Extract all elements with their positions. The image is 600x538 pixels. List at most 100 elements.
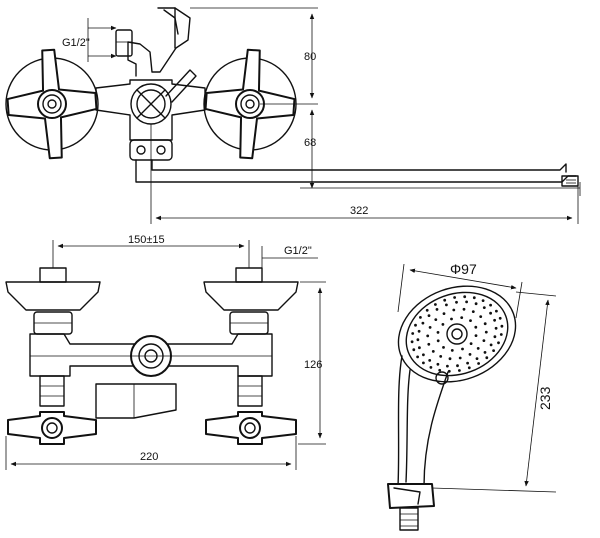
nozzle-dot xyxy=(460,316,464,319)
nozzle-dot xyxy=(410,340,414,344)
nozzle-dot xyxy=(479,315,483,318)
nozzle-dot xyxy=(438,368,442,372)
top-dim-80: 80 xyxy=(190,7,318,105)
nozzle-dot xyxy=(489,303,492,307)
nozzle-dot xyxy=(416,355,419,359)
nozzle-dot xyxy=(441,323,445,326)
nozzle-dot xyxy=(442,312,446,315)
nozzle-dot xyxy=(427,314,431,317)
nozzle-dot xyxy=(427,342,431,346)
nozzle-dot xyxy=(426,334,430,338)
nozzle-dot xyxy=(453,296,456,299)
front-dim-126: 126 xyxy=(298,281,326,445)
nozzle-dot xyxy=(466,361,469,365)
nozzle-dot xyxy=(462,307,466,311)
front-view: 150±15 G1/2" 126 220 xyxy=(5,234,326,470)
nozzle-dot xyxy=(458,356,462,360)
front-right-flange xyxy=(203,267,299,335)
nozzle-dot xyxy=(482,306,486,309)
nozzle-dot xyxy=(414,323,417,327)
nozzle-dot xyxy=(422,361,425,365)
nozzle-dot xyxy=(500,324,504,328)
nozzle-dot xyxy=(484,330,488,334)
nozzle-dot xyxy=(465,300,468,304)
top-dim-322: 322 xyxy=(150,124,579,224)
nozzle-dot xyxy=(463,295,467,299)
nozzle-dot xyxy=(452,308,456,312)
nozzle-dot xyxy=(499,333,503,336)
nozzle-dot xyxy=(422,353,425,357)
nozzle-dot xyxy=(477,362,480,365)
shower-nozzles xyxy=(410,295,504,373)
front-left-valve xyxy=(7,375,97,445)
front-dim-220: 220 xyxy=(5,436,297,470)
nozzle-dot xyxy=(436,331,440,334)
nozzle-dot xyxy=(498,316,502,320)
nozzle-dot xyxy=(412,348,416,352)
top-dim-68-label: 68 xyxy=(304,137,316,149)
nozzle-dot xyxy=(428,359,432,362)
nozzle-dot xyxy=(456,364,459,368)
nozzle-dot xyxy=(474,325,478,329)
nozzle-dot xyxy=(429,366,433,369)
top-shower-outlet xyxy=(115,7,191,77)
nozzle-dot xyxy=(431,350,435,353)
nozzle-dot xyxy=(434,303,437,306)
front-left-flange xyxy=(5,267,101,335)
nozzle-dot xyxy=(474,302,478,306)
nozzle-dot xyxy=(425,308,429,312)
nozzle-dot xyxy=(493,335,497,339)
shower-233-label: 233 xyxy=(537,386,553,410)
nozzle-dot xyxy=(497,341,500,345)
nozzle-dot xyxy=(428,326,432,329)
top-left-handle xyxy=(5,48,99,160)
front-thread-dimension: G1/2" xyxy=(261,245,318,268)
front-thread-label: G1/2" xyxy=(284,245,312,257)
nozzle-dot xyxy=(469,319,472,322)
nozzle-dot xyxy=(483,351,487,354)
nozzle-dot xyxy=(416,338,420,342)
nozzle-dot xyxy=(439,355,443,358)
nozzle-dot xyxy=(489,311,492,315)
nozzle-dot xyxy=(474,334,478,337)
nozzle-dot xyxy=(485,356,489,360)
top-view: G1/2" 80 68 322 xyxy=(5,7,581,224)
top-dim-322-label: 322 xyxy=(350,205,368,217)
nozzle-dot xyxy=(411,332,415,335)
shower-handle xyxy=(387,355,449,531)
nozzle-dot xyxy=(455,300,458,304)
nozzle-dot xyxy=(443,298,447,302)
nozzle-dot xyxy=(482,339,486,342)
nozzle-dot xyxy=(469,342,473,345)
hand-shower: Φ97 233 xyxy=(387,261,557,531)
nozzle-dot xyxy=(494,326,498,330)
nozzle-dot xyxy=(476,347,480,350)
nozzle-dot xyxy=(445,303,448,307)
nozzle-dot xyxy=(436,362,440,366)
top-central-body xyxy=(95,69,206,161)
nozzle-dot xyxy=(436,339,440,343)
nozzle-dot xyxy=(471,310,475,313)
shower-diameter-label: Φ97 xyxy=(450,261,477,277)
shower-dim-diameter: Φ97 xyxy=(397,261,523,319)
nozzle-dot xyxy=(492,349,495,352)
shower-head xyxy=(397,285,517,383)
nozzle-dot xyxy=(417,329,421,333)
nozzle-dot xyxy=(446,364,449,368)
nozzle-dot xyxy=(481,299,485,302)
nozzle-dot xyxy=(458,369,461,372)
front-dim-220-label: 220 xyxy=(140,451,158,463)
nozzle-dot xyxy=(434,318,438,321)
nozzle-dot xyxy=(450,317,453,321)
shower-dim-233: 233 xyxy=(431,291,557,493)
nozzle-dot xyxy=(495,309,498,313)
nozzle-dot xyxy=(472,296,476,300)
nozzle-dot xyxy=(468,353,472,356)
nozzle-dot xyxy=(467,366,471,370)
nozzle-dot xyxy=(435,308,439,311)
front-right-valve xyxy=(205,375,297,445)
nozzle-dot xyxy=(442,346,445,349)
top-thread-dimension: G1/2" xyxy=(62,18,117,62)
nozzle-dot xyxy=(461,347,464,351)
nozzle-dot xyxy=(418,346,421,350)
